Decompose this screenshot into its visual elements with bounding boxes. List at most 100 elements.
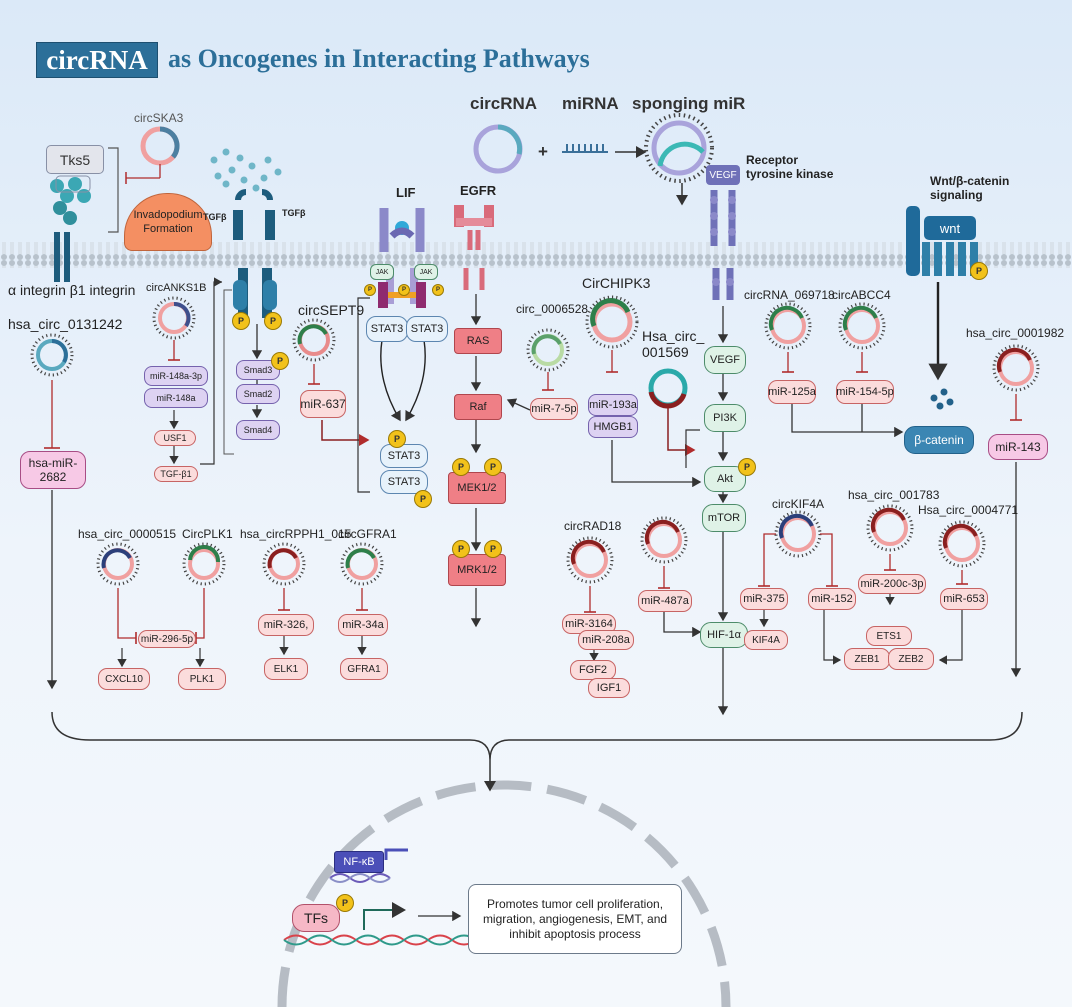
usf1-box: USF1 [154,430,196,446]
hsa-circ-0004771-label: Hsa_circ_0004771 [918,503,1019,517]
hsa-mir-2682-box: hsa-miR-2682 [20,451,86,489]
hsa-circ-0131242-label: hsa_circ_0131242 [8,316,123,332]
gfra1-box: GFRA1 [340,658,388,680]
egfr-receptor-icon [454,205,494,290]
mir-152-box: miR-152 [808,588,856,610]
invadopodium-box: Invadopodium Formation [124,193,212,251]
mir-125a-box: miR-125a [768,380,816,404]
circrna-069718-ring [764,302,812,350]
stat3-box-3: STAT3 [380,444,428,468]
stat3-box-2: STAT3 [406,316,448,342]
circrad18-ring [566,536,614,584]
beta-catenin-dots [930,388,954,410]
hsa-circ-0131242-ring [30,333,74,377]
convergence-bracket [51,711,1023,761]
integrin-icon [50,175,91,282]
page-title: as Oncogenes in Interacting Pathways [168,44,590,73]
phospho-icon: P [364,284,376,296]
kif4a-box: KIF4A [744,630,788,650]
phospho-icon: P [484,458,502,476]
smad4-box: Smad4 [236,420,280,440]
lif-label: LIF [396,185,416,200]
egfr-label: EGFR [460,183,497,198]
mir-296-5p-box: miR-296-5p [138,630,196,648]
circrad18-label: circRAD18 [564,519,622,533]
hif-1a-box: HIF-1α [700,622,748,648]
nf-kb-box: NF-κB [334,851,384,873]
legend-sponging-icon [644,113,714,183]
stat3-box-1: STAT3 [366,316,408,342]
rtk-label: Receptor tyrosine kinase [746,153,834,181]
circplk1-ring [182,542,226,586]
phospho-icon: P [484,540,502,558]
hmgb1-box: HMGB1 [588,416,638,438]
zeb1-box: ZEB1 [844,648,890,670]
mir-154-5p-box: miR-154-5p [836,380,894,404]
zeb2-box: ZEB2 [888,648,934,670]
title-highlight: circRNA [36,42,158,78]
tgfb-ligand-label-1: TGFβ [203,212,227,222]
circhipk3-ring [585,295,639,349]
circ-0006528-ring [526,328,570,372]
plk1-box: PLK1 [178,668,226,690]
fgf2-box: FGF2 [570,660,616,680]
circgfra1-ring [340,542,384,586]
wnt-receptor-icon [906,206,978,276]
smad3-box: Smad3 [236,360,280,380]
circhipk3-label: CirCHIPK3 [582,275,651,291]
mir487a-circ-ring [640,516,688,564]
circska3-ring [140,126,180,166]
ets1-box: ETS1 [866,626,912,646]
hsa-circ-001783-label: hsa_circ_001783 [848,488,940,502]
hsa-circrpph1-ring [262,542,306,586]
outcome-box: Promotes tumor cell proliferation, migra… [468,884,682,954]
circgfra1-label: circGFRA1 [338,527,397,541]
mir-208a-box: miR-208a [578,630,634,650]
legend-circrna-icon [473,124,523,174]
mir-148a-box: miR-148a [144,388,208,408]
beta-catenin-box: β-catenin [904,426,974,454]
circsept9-label: circSEPT9 [298,302,365,318]
legend-mirna-label: miRNA [562,94,619,113]
phospho-icon: P [452,540,470,558]
hsa-circ-001569-label: Hsa_circ_ 001569 [642,328,705,360]
tgf-b1-box: TGF-β1 [154,466,198,482]
hsa-circ-001569-ring [648,368,688,409]
mtor-box: mTOR [702,504,746,532]
circ-0006528-label: circ_0006528 [516,302,589,316]
ras-box: RAS [454,328,502,354]
hsa-circ-0004771-ring [938,520,986,568]
vegf-ligand-box: VEGF [706,165,740,185]
tfs-box: TFs [292,904,340,932]
circrna-069718-label: circRNA_069718 [744,288,835,302]
circska3-label: circSKA3 [134,111,184,125]
hsa-circ-0000515-label: hsa_circ_0000515 [78,527,177,541]
hsa-circ-0001982-label: hsa_circ_0001982 [966,326,1065,340]
phospho-icon: P [432,284,444,296]
legend-sponging-label: sponging miR [632,94,746,113]
circabcc4-label: circABCC4 [832,288,891,302]
nuclear-envelope [277,780,731,1007]
hsa-circ-001783-ring [866,504,914,552]
mir-143-box: miR-143 [988,434,1048,460]
circanks1b-label: circANKS1B [146,282,207,294]
phospho-icon: P [388,430,406,448]
mir-148a-3p-box: miR-148a-3p [144,366,208,386]
vegf-receptor-icon [710,190,736,300]
phospho-icon: P [271,352,289,370]
legend-circrna-label: circRNA [470,94,538,113]
circkif4a-label: circKIF4A [772,497,825,511]
igf1-box: IGF1 [588,678,630,698]
integrin-label: α integrin β1 integrin [8,282,136,298]
mir-653-box: miR-653 [940,588,988,610]
jak-box-2: JAK [414,264,438,280]
wnt-pathway-label: Wnt/β-catenin signaling [930,174,1010,202]
hsa-circ-0001982-ring [992,344,1040,392]
phospho-icon: P [398,284,410,296]
mir-7-5p-box: miR-7-5p [530,398,578,420]
mir-34a-box: miR-34a [338,614,388,636]
mek-box: MEK1/2 [448,472,506,504]
tgfb-receptor-icon [210,148,282,318]
legend-mirna-icon [562,144,608,153]
